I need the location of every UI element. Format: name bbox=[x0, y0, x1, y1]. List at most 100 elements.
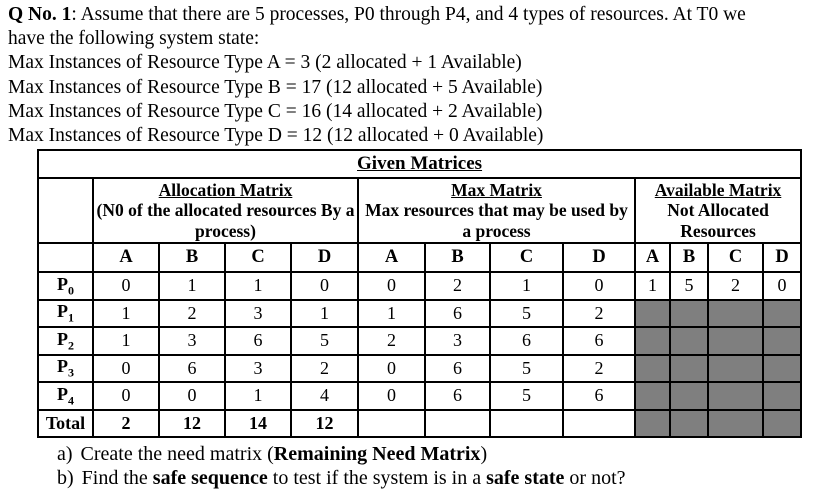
cell-allocation-P2-b: 3 bbox=[158, 326, 226, 356]
available-matrix-header: Available Matrix Not Allocated Resources bbox=[633, 177, 803, 245]
cell-max-Total-c bbox=[489, 408, 564, 439]
text-segment: Find the bbox=[81, 467, 153, 490]
row-label-P4: P4 bbox=[37, 381, 94, 411]
cell-available-P1-b bbox=[669, 298, 709, 329]
row-label-subscript: 4 bbox=[68, 393, 74, 408]
row-label-Total: Total bbox=[37, 408, 94, 439]
cell-available-P0-a: 1 bbox=[634, 271, 671, 301]
text-segment: safe state bbox=[486, 467, 565, 490]
cell-available-P0-c: 2 bbox=[707, 271, 764, 301]
cell-available-P4-a bbox=[634, 381, 671, 411]
cell-available-P4-b bbox=[669, 381, 709, 411]
task-a: a) Create the need matrix (Remaining Nee… bbox=[57, 442, 838, 466]
cell-allocation-Total-d: 12 bbox=[290, 408, 359, 439]
question-intro-line-1: Q No. 1: Assume that there are 5 process… bbox=[8, 3, 834, 27]
row-label-P0: P0 bbox=[37, 271, 94, 301]
cell-available-P2-b bbox=[669, 326, 709, 356]
col-header-allocation-d: D bbox=[290, 242, 359, 274]
cell-available-P2-c bbox=[707, 326, 764, 356]
cell-available-P1-c bbox=[707, 298, 764, 329]
available-matrix-title: Available Matrix bbox=[654, 179, 782, 200]
cell-max-P0-a: 0 bbox=[357, 271, 426, 301]
allocation-matrix-header: Allocation Matrix (N0 of the allocated r… bbox=[92, 177, 359, 245]
cell-max-P2-b: 3 bbox=[424, 326, 491, 356]
cell-allocation-P4-d: 4 bbox=[290, 381, 359, 411]
cell-allocation-Total-c: 14 bbox=[224, 408, 292, 439]
cell-max-P3-c: 5 bbox=[489, 353, 564, 384]
task-b-text: Find the safe sequence to test if the sy… bbox=[82, 466, 626, 490]
matrix-group-header-row: Allocation Matrix (N0 of the allocated r… bbox=[37, 177, 803, 245]
cell-max-P2-d: 6 bbox=[562, 326, 636, 356]
given-matrices-table: Given Matrices Allocation Matrix (N0 of … bbox=[36, 149, 803, 439]
cell-max-Total-d bbox=[562, 408, 636, 439]
cell-max-P2-a: 2 bbox=[357, 326, 426, 356]
cell-max-P1-a: 1 bbox=[357, 298, 426, 329]
cell-allocation-P0-d: 0 bbox=[290, 271, 359, 301]
cell-available-Total-d bbox=[761, 408, 803, 439]
col-header-max-b: B bbox=[424, 242, 491, 274]
col-header-available-d: D bbox=[761, 242, 803, 274]
task-a-text: Create the need matrix (Remaining Need M… bbox=[81, 442, 488, 466]
cell-allocation-P0-c: 1 bbox=[224, 271, 292, 301]
cell-allocation-P4-a: 0 bbox=[92, 381, 160, 411]
cell-max-P4-a: 0 bbox=[357, 381, 426, 411]
table-title: Given Matrices bbox=[357, 153, 483, 175]
max-matrix-title: Max Matrix bbox=[451, 179, 542, 200]
corner-cell-bottom bbox=[37, 242, 94, 274]
row-label-subscript: 0 bbox=[68, 283, 74, 298]
corner-cell-top bbox=[37, 177, 94, 245]
cell-max-P0-d: 0 bbox=[562, 271, 636, 301]
col-header-available-c: C bbox=[707, 242, 764, 274]
cell-available-P3-d bbox=[761, 353, 803, 384]
row-label-P2: P2 bbox=[37, 326, 94, 356]
max-matrix-subtitle-line-1: Max resources that may be used by bbox=[365, 200, 628, 221]
col-header-max-d: D bbox=[562, 242, 636, 274]
text-segment: Create the need matrix ( bbox=[80, 443, 274, 466]
cell-available-P4-c bbox=[707, 381, 764, 411]
cell-available-P0-d: 0 bbox=[761, 271, 803, 301]
text-segment: to test if the system is in a bbox=[267, 467, 487, 490]
allocation-matrix-title: Allocation Matrix bbox=[158, 179, 293, 200]
row-label-P1: P1 bbox=[37, 298, 94, 329]
cell-available-P3-b bbox=[669, 353, 709, 384]
cell-available-P1-a bbox=[634, 298, 671, 329]
cell-max-P1-c: 5 bbox=[489, 298, 564, 329]
cell-allocation-P0-a: 0 bbox=[92, 271, 160, 301]
question-intro-line-2: have the following system state: bbox=[8, 28, 260, 50]
cell-available-P2-a bbox=[634, 326, 671, 356]
cell-max-P0-c: 1 bbox=[489, 271, 564, 301]
cell-allocation-P1-d: 1 bbox=[290, 298, 359, 329]
cell-allocation-P2-c: 6 bbox=[224, 326, 292, 356]
allocation-matrix-subtitle-line-1: (N0 of the allocated resources By a bbox=[96, 200, 355, 221]
cell-allocation-P3-d: 2 bbox=[290, 353, 359, 384]
cell-allocation-P0-b: 1 bbox=[158, 271, 226, 301]
cell-max-P2-c: 6 bbox=[489, 326, 564, 356]
cell-allocation-P1-b: 2 bbox=[158, 298, 226, 329]
cell-max-P1-d: 2 bbox=[562, 298, 636, 329]
row-label-subscript: 1 bbox=[68, 310, 74, 325]
cell-allocation-P1-a: 1 bbox=[92, 298, 160, 329]
col-header-available-b: B bbox=[669, 242, 709, 274]
cell-available-P1-d bbox=[761, 298, 803, 329]
cell-available-P4-d bbox=[761, 381, 803, 411]
cell-available-Total-a bbox=[634, 408, 671, 439]
cell-max-P1-b: 6 bbox=[424, 298, 491, 329]
cell-allocation-P1-c: 3 bbox=[224, 298, 292, 329]
available-matrix-subtitle-line-2: Resources bbox=[680, 220, 756, 241]
question-intro-text: : Assume that there are 5 processes, P0 … bbox=[71, 4, 746, 25]
row-label-subscript: 3 bbox=[68, 365, 74, 380]
question-number-label: Q No. 1 bbox=[8, 4, 72, 25]
row-label-P3: P3 bbox=[37, 353, 94, 384]
text-segment: or not? bbox=[564, 467, 626, 490]
tasks-block: a) Create the need matrix (Remaining Nee… bbox=[57, 442, 838, 490]
cell-allocation-P3-b: 6 bbox=[158, 353, 226, 384]
cell-available-P3-a bbox=[634, 353, 671, 384]
cell-max-P4-b: 6 bbox=[424, 381, 491, 411]
available-matrix-subtitle-line-1: Not Allocated bbox=[667, 200, 769, 221]
